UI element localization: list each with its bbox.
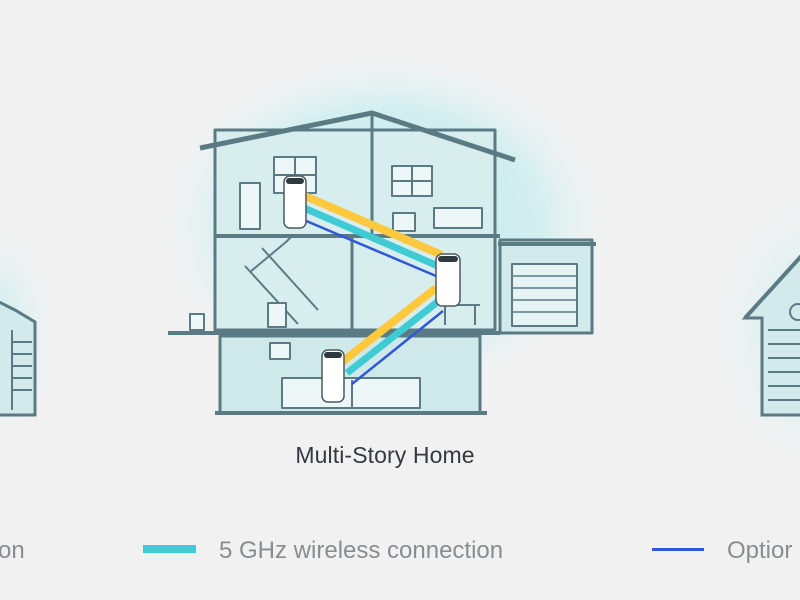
deco-unit-bottom [321, 349, 345, 403]
legend-label-partial-right: Optior [727, 537, 793, 564]
deco-unit-top [283, 175, 307, 229]
legend-label-5ghz: 5 GHz wireless connection [219, 537, 504, 564]
scenario-caption: Multi-Story Home [295, 442, 475, 468]
left-house-partial [0, 300, 37, 417]
right-house-partial [741, 254, 800, 417]
legend-label-partial-left: on [0, 537, 25, 564]
legend-swatch-5ghz [143, 545, 196, 553]
mesh-links [302, 192, 444, 385]
legend-swatch-ethernet [652, 548, 704, 551]
deco-unit-middle [435, 253, 461, 307]
